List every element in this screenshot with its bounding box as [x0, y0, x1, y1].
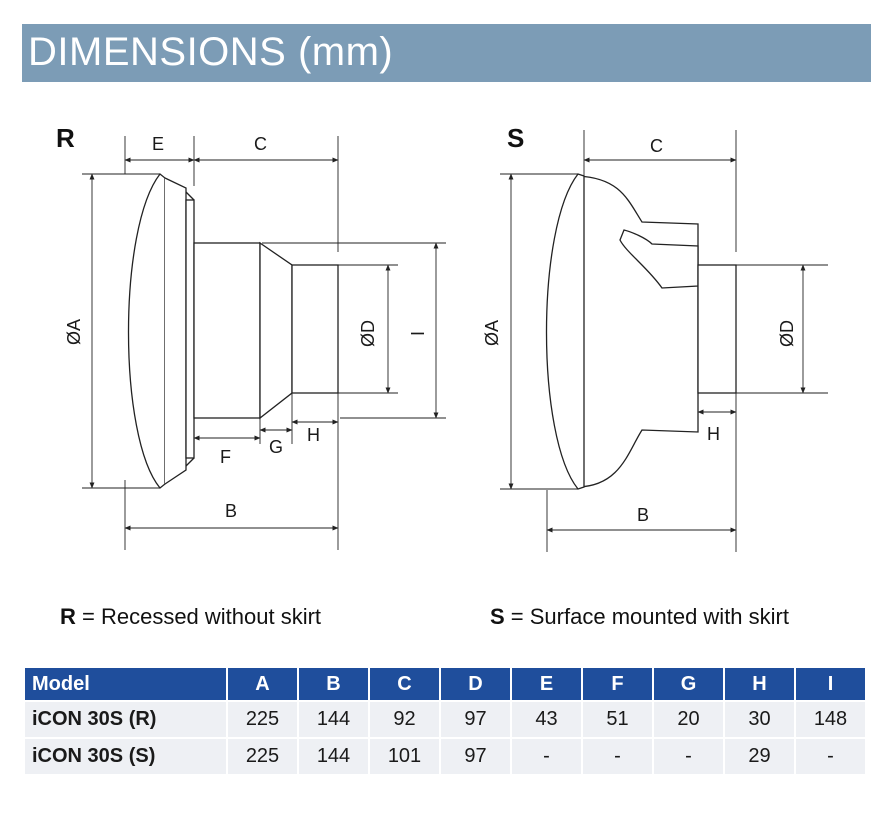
cell-d: 97 — [441, 739, 510, 774]
dimensions-table: Model A B C D E F G H I iCON 30S (R) 225… — [23, 666, 867, 776]
cell-g: 20 — [654, 702, 723, 737]
r-body — [193, 242, 261, 419]
r-flange — [164, 177, 187, 485]
header-g: G — [654, 668, 723, 700]
cell-f: - — [583, 739, 652, 774]
label-h: H — [307, 425, 320, 445]
legend-surface-key: S — [490, 604, 505, 629]
cell-e: 43 — [512, 702, 581, 737]
header-a: A — [228, 668, 297, 700]
label-d: ØD — [358, 320, 378, 347]
label-s-a: ØA — [482, 320, 502, 346]
header-i: I — [796, 668, 865, 700]
cell-model: iCON 30S (S) — [25, 739, 226, 774]
table-row: iCON 30S (R) 225 144 92 97 43 51 20 30 1… — [25, 702, 865, 737]
recessed-view — [82, 136, 446, 550]
s-front-cover — [545, 173, 585, 490]
label-s-c: C — [650, 136, 663, 156]
header-b: B — [299, 668, 368, 700]
header-d: D — [441, 668, 510, 700]
r-front-cover — [127, 173, 166, 489]
r-spigot — [291, 264, 339, 394]
title-bar: DIMENSIONS (mm) — [22, 24, 871, 82]
cell-model: iCON 30S (R) — [25, 702, 226, 737]
label-g: G — [269, 437, 283, 457]
header-e: E — [512, 668, 581, 700]
dimension-drawing: R E C ØA ØD I F G H B — [56, 123, 828, 552]
table-row: iCON 30S (S) 225 144 101 97 - - - 29 - — [25, 739, 865, 774]
cell-f: 51 — [583, 702, 652, 737]
header-f: F — [583, 668, 652, 700]
legend-recessed: R = Recessed without skirt — [60, 604, 321, 630]
cell-b: 144 — [299, 739, 368, 774]
header-h: H — [725, 668, 794, 700]
header-model: Model — [25, 668, 226, 700]
view-tag-s: S — [507, 123, 524, 153]
cell-c: 92 — [370, 702, 439, 737]
table-header-row: Model A B C D E F G H I — [25, 668, 865, 700]
legend-recessed-text: = Recessed without skirt — [75, 604, 322, 629]
legend-surface: S = Surface mounted with skirt — [490, 604, 789, 630]
label-a: ØA — [64, 319, 84, 345]
label-f: F — [220, 447, 231, 467]
cell-a: 225 — [228, 739, 297, 774]
cell-e: - — [512, 739, 581, 774]
cell-c: 101 — [370, 739, 439, 774]
label-s-b: B — [637, 505, 649, 525]
cell-g: - — [654, 739, 723, 774]
label-s-h: H — [707, 424, 720, 444]
cell-h: 29 — [725, 739, 794, 774]
header-c: C — [370, 668, 439, 700]
cell-h: 30 — [725, 702, 794, 737]
cell-b: 144 — [299, 702, 368, 737]
cell-i: - — [796, 739, 865, 774]
label-e: E — [152, 134, 164, 154]
surface-view — [500, 130, 828, 552]
legend-surface-text: = Surface mounted with skirt — [504, 604, 789, 629]
page-title: DIMENSIONS (mm) — [28, 30, 394, 74]
s-spigot — [697, 264, 737, 394]
label-s-d: ØD — [777, 320, 797, 347]
cell-a: 225 — [228, 702, 297, 737]
s-skirt — [577, 175, 699, 488]
view-tag-r: R — [56, 123, 75, 153]
label-i: I — [408, 331, 428, 336]
legend-recessed-key: R — [60, 604, 76, 629]
cell-i: 148 — [796, 702, 865, 737]
cell-d: 97 — [441, 702, 510, 737]
label-b: B — [225, 501, 237, 521]
label-c: C — [254, 134, 267, 154]
